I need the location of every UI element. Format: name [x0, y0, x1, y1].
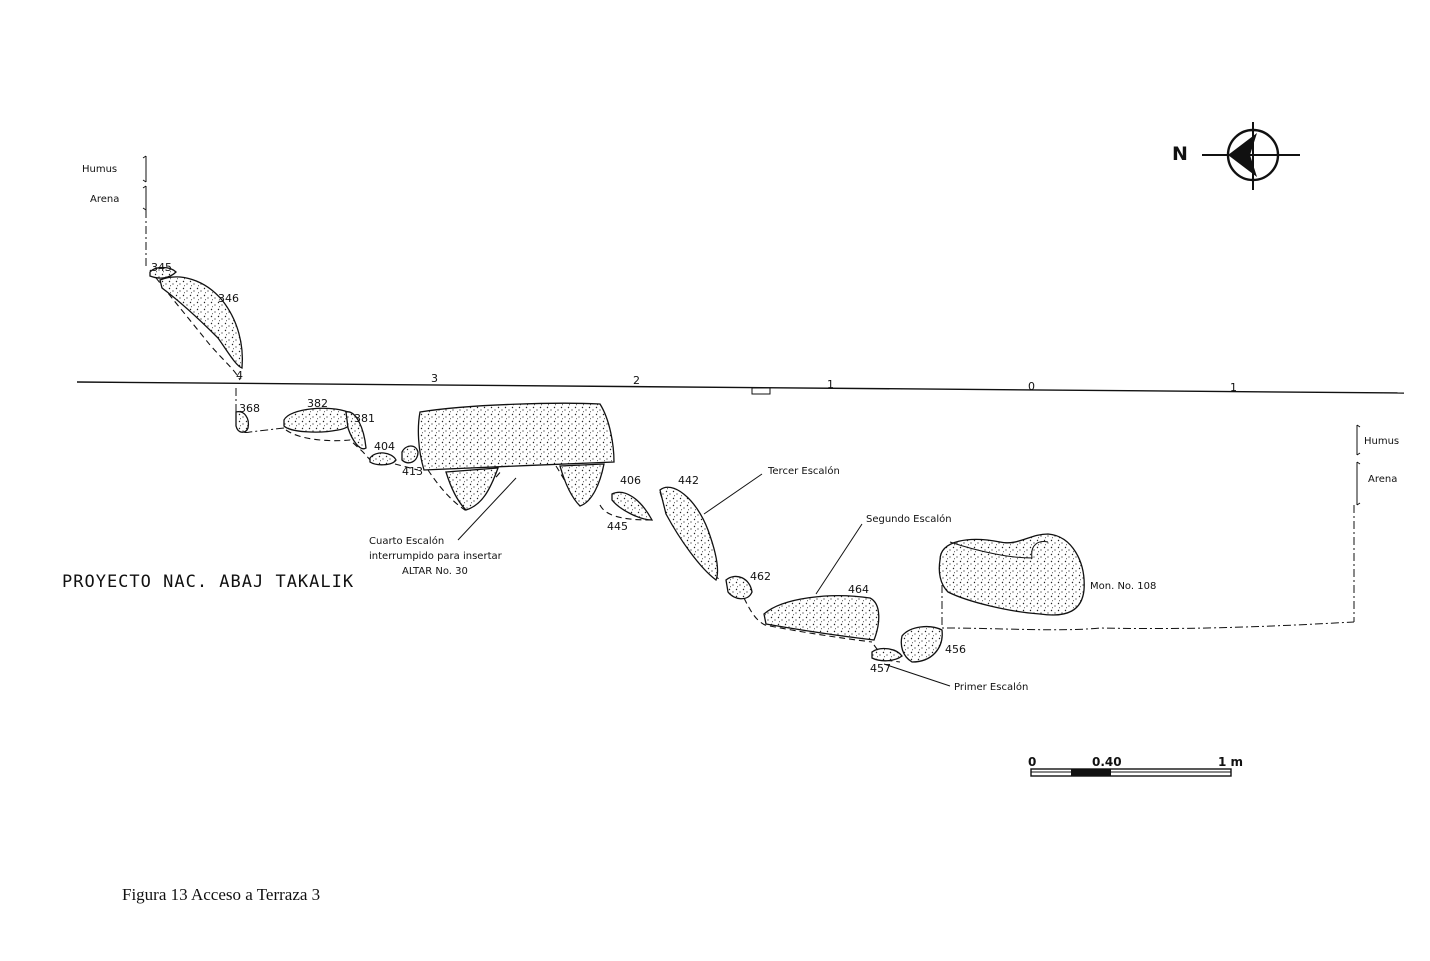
altar-30-base-left [445, 467, 499, 511]
stone-464 [763, 595, 880, 641]
label-345: 345 [151, 261, 172, 274]
grid-label-1: 1 [827, 378, 834, 391]
north-label: N [1172, 143, 1188, 165]
altar-30-base-right [559, 463, 605, 507]
grid-label-4: 4 [236, 369, 243, 382]
soil-label-humus-left: Humus [82, 164, 117, 175]
stone-368 [235, 411, 250, 433]
scale-bar: 0 0.40 1 m [1028, 755, 1243, 777]
label-406: 406 [620, 474, 641, 487]
label-382: 382 [307, 397, 328, 410]
stone-413 [401, 445, 419, 464]
stone-456 [900, 625, 943, 663]
stone-number-labels: 345 346 368 382 381 404 413 406 445 442 … [151, 261, 966, 675]
label-413: 413 [402, 465, 423, 478]
grid-label-2: 2 [633, 374, 640, 387]
label-cuarto-escalon: Cuarto Escalón [369, 535, 444, 547]
label-442: 442 [678, 474, 699, 487]
stone-406 [611, 491, 654, 521]
label-404: 404 [374, 440, 395, 453]
monument-108 [938, 533, 1085, 616]
stone-442 [659, 486, 719, 582]
stones [149, 266, 1085, 663]
altar-30 [417, 402, 615, 471]
reference-line: 4 3 2 1 0 1 [76, 369, 1405, 395]
label-primer-escalon: Primer Escalón [954, 681, 1028, 693]
grid-label-1b: 1 [1230, 381, 1237, 394]
ground-outline [149, 269, 1355, 663]
label-altar-30: ALTAR No. 30 [402, 566, 468, 577]
stone-381 [345, 411, 367, 450]
soil-label-arena-right: Arena [1368, 474, 1397, 485]
label-monument-108: Mon. No. 108 [1090, 581, 1156, 592]
grid-label-0: 0 [1028, 380, 1035, 393]
stone-462 [725, 575, 753, 600]
label-457: 457 [870, 662, 891, 675]
label-464: 464 [848, 583, 869, 596]
label-381: 381 [354, 412, 375, 425]
label-368: 368 [239, 402, 260, 415]
figure-caption: Figura 13 Acceso a Terraza 3 [122, 885, 320, 904]
scale-label-1m: 1 m [1218, 755, 1243, 769]
soil-profile-right: Humus Arena [1353, 424, 1399, 622]
label-segundo-escalon: Segundo Escalón [866, 513, 952, 525]
stone-346 [159, 276, 244, 369]
label-462: 462 [750, 570, 771, 583]
label-tercer-escalon: Tercer Escalón [767, 465, 840, 477]
stone-382 [283, 407, 353, 433]
scale-label-040: 0.40 [1092, 755, 1122, 769]
label-445: 445 [607, 520, 628, 533]
stone-457 [871, 647, 903, 662]
north-arrow: N [1172, 122, 1300, 190]
label-cuarto-escalon-note: interrumpido para insertar [369, 551, 503, 562]
stone-404 [369, 452, 397, 466]
stone-345 [149, 266, 177, 279]
label-456: 456 [945, 643, 966, 656]
step-annotations: Tercer Escalón Segundo Escalón Primer Es… [369, 465, 1156, 693]
soil-label-humus-right: Humus [1364, 436, 1399, 447]
soil-profile-left: Humus Arena [82, 155, 147, 268]
label-346: 346 [218, 292, 239, 305]
grid-label-3: 3 [431, 372, 438, 385]
soil-label-arena-left: Arena [90, 194, 119, 205]
scale-label-0: 0 [1028, 755, 1036, 769]
project-title: PROYECTO NAC. ABAJ TAKALIK [62, 572, 354, 592]
